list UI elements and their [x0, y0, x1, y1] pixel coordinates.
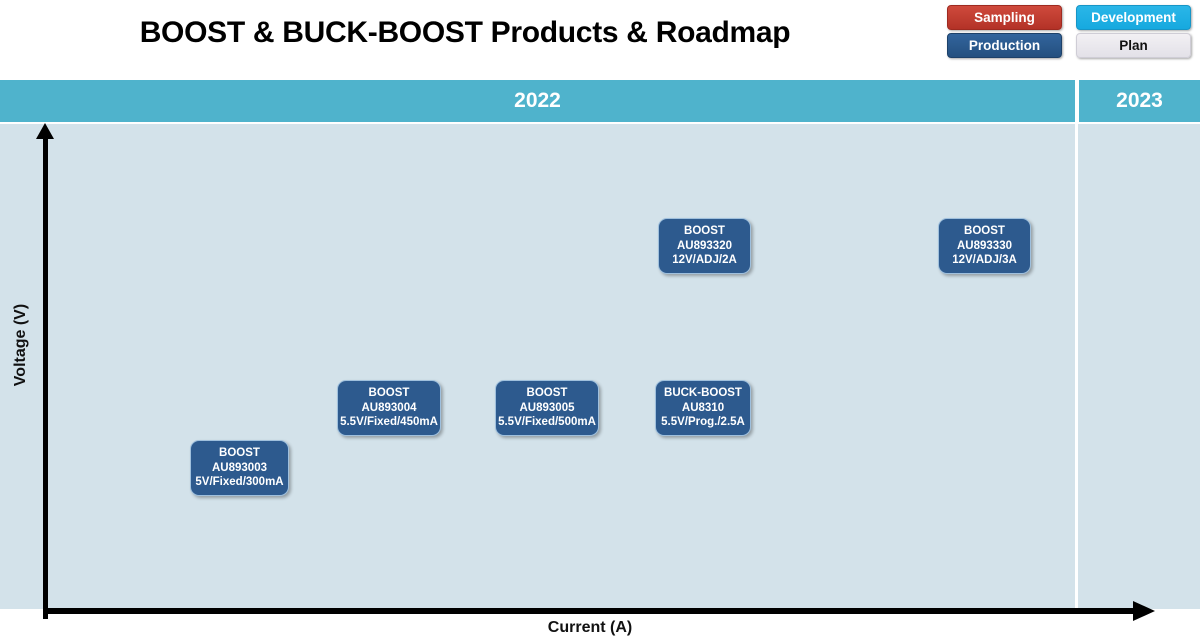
legend-item-production[interactable]: Production — [947, 33, 1062, 58]
product-type: BOOST — [684, 224, 725, 237]
legend-item-development[interactable]: Development — [1076, 5, 1191, 30]
page-title: BOOST & BUCK-BOOST Products & Roadmap — [139, 16, 791, 49]
product-part-number: AU893330 — [957, 239, 1012, 252]
year-label-2022: 2022 — [514, 89, 561, 112]
y-axis-arrow-icon — [36, 123, 54, 139]
product-part-number: AU8310 — [681, 401, 725, 414]
plot-year-divider — [1075, 124, 1078, 609]
legend-label-sampling: Sampling — [974, 10, 1035, 25]
product-part-number: AU893004 — [361, 401, 417, 414]
product-box[interactable]: BOOST AU893005 5.5V/Fixed/500mA — [495, 380, 599, 436]
x-axis-arrow-icon — [1133, 601, 1155, 621]
product-type: BUCK-BOOST — [664, 386, 742, 399]
product-spec: 5.5V/Fixed/450mA — [340, 416, 438, 429]
status-legend: Sampling Development Production Plan — [945, 3, 1193, 59]
product-type: BOOST — [368, 386, 410, 399]
year-divider — [1075, 80, 1079, 122]
year-column-2023: 2023 — [1079, 80, 1200, 122]
product-box[interactable]: BUCK-BOOST AU8310 5.5V/Prog./2.5A — [655, 380, 751, 436]
product-box[interactable]: BOOST AU893330 12V/ADJ/3A — [938, 218, 1031, 274]
product-spec: 5V/Fixed/300mA — [195, 476, 284, 489]
product-spec: 12V/ADJ/2A — [672, 254, 737, 267]
year-column-2022: 2022 — [0, 80, 1075, 122]
legend-label-development: Development — [1091, 10, 1176, 25]
roadmap-plot-area: Voltage (V) Current (A) BOOST AU893003 5V/… — [0, 123, 1200, 636]
product-type: BOOST — [964, 224, 1005, 237]
product-spec: 5.5V/Prog./2.5A — [661, 416, 745, 429]
product-type: BOOST — [526, 386, 568, 399]
timeline-year-band: 2022 2023 — [0, 80, 1200, 122]
legend-label-plan: Plan — [1119, 38, 1148, 53]
legend-item-plan[interactable]: Plan — [1076, 33, 1191, 58]
x-axis-line — [43, 608, 1138, 614]
product-spec: 12V/ADJ/3A — [952, 254, 1017, 267]
product-spec: 5.5V/Fixed/500mA — [498, 416, 596, 429]
legend-label-production: Production — [968, 38, 1041, 53]
page-header: BOOST & BUCK-BOOST Products & Roadmap Sa… — [0, 0, 1200, 80]
product-box[interactable]: BOOST AU893320 12V/ADJ/2A — [658, 218, 751, 274]
product-part-number: AU893003 — [212, 461, 267, 474]
product-part-number: AU893005 — [519, 401, 575, 414]
y-axis-line — [43, 136, 48, 619]
year-label-2023: 2023 — [1116, 89, 1163, 112]
product-type: BOOST — [219, 446, 260, 459]
product-box[interactable]: BOOST AU893004 5.5V/Fixed/450mA — [337, 380, 441, 436]
x-axis-label: Current (A) — [547, 619, 633, 636]
y-axis-label: Voltage (V) — [12, 303, 29, 387]
legend-item-sampling[interactable]: Sampling — [947, 5, 1062, 30]
product-part-number: AU893320 — [677, 239, 732, 252]
product-box[interactable]: BOOST AU893003 5V/Fixed/300mA — [190, 440, 289, 496]
